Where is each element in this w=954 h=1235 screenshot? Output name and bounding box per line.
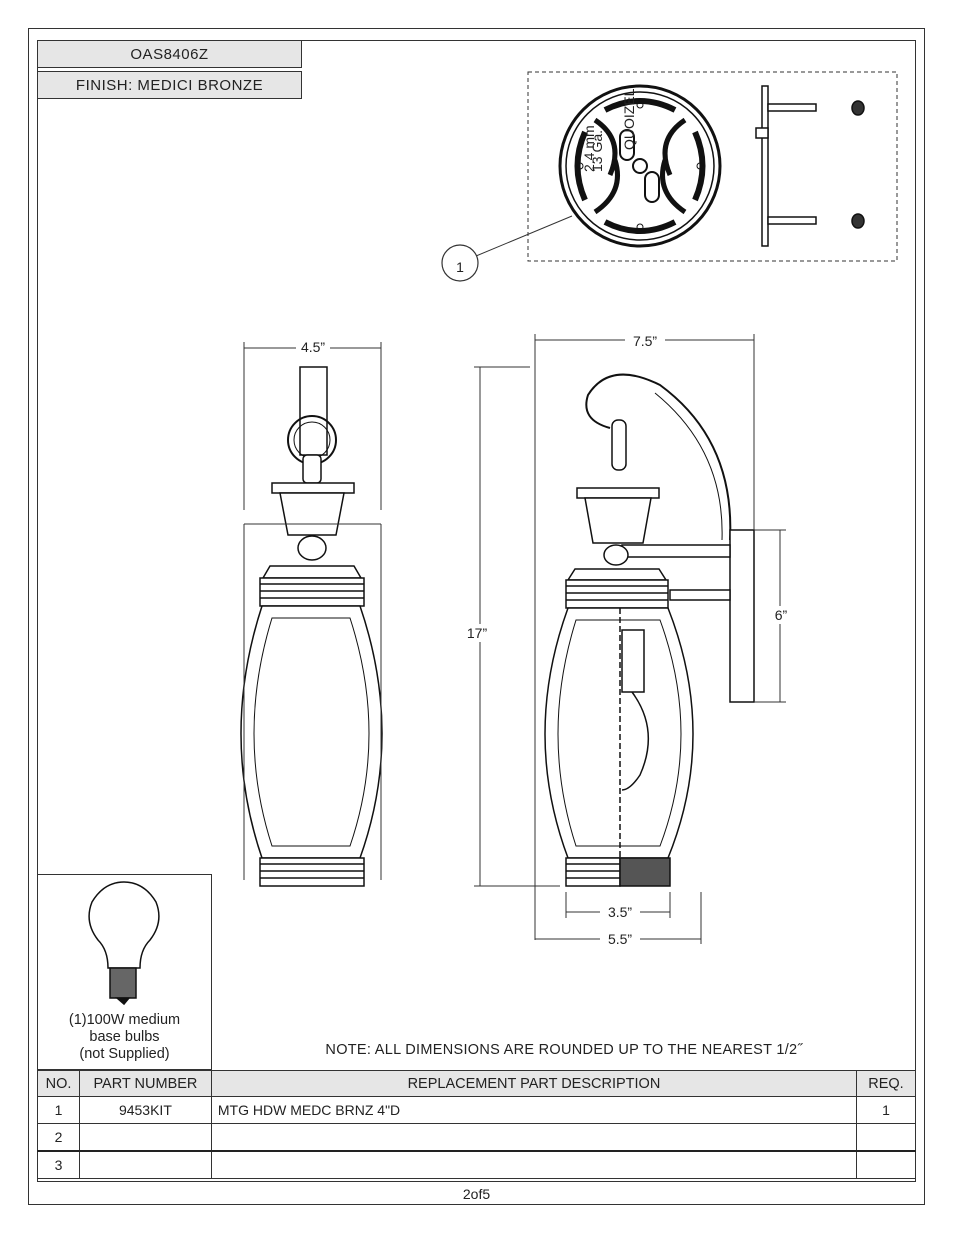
callout-number: 1 [456,259,464,275]
row-req [855,1123,917,1152]
bottom-inner-dim: 3.5” [608,904,632,920]
mounting-plate-icon [558,84,722,248]
callout-bubble [441,244,479,282]
row-no: 3 [37,1150,80,1179]
header-req: REQ. [855,1070,917,1097]
front-view-lantern-icon [240,366,383,887]
header-part-number: PART NUMBER [78,1070,212,1097]
model-number: OAS8406Z [37,40,302,68]
row-req: 1 [855,1096,917,1124]
backplate-dim: 6” [775,607,788,623]
mounting-screws-icon [755,85,865,247]
height-dim: 17” [467,625,488,641]
hardware-detail-box [527,71,898,262]
table-header: NO. PART NUMBER REPLACEMENT PART DESCRIP… [37,1070,917,1097]
row-part-number [78,1150,212,1179]
row-no: 2 [37,1123,80,1152]
side-width-dim: 7.5” [633,333,657,349]
front-width-dim: 4.5” [301,339,325,355]
page-frame [28,28,925,1205]
plate-brand-text: QUOIZEL [621,88,637,150]
table-row: 2 [37,1123,917,1152]
row-part-number: 9453KIT [78,1096,212,1124]
header-description: REPLACEMENT PART DESCRIPTION [210,1070,857,1097]
plate-thickness-text: 2.4 mm [581,125,597,172]
dimension-note: NOTE: ALL DIMENSIONS ARE ROUNDED UP TO T… [325,1042,803,1058]
page-number: 2of5 [462,1186,491,1202]
row-description [210,1123,857,1152]
bulb-line-1: (1)100W medium [68,1012,181,1028]
bulb-spec-box: (1)100W medium base bulbs (not Supplied) [37,874,212,1070]
side-view-lantern-icon [544,373,755,887]
row-no: 1 [37,1096,80,1124]
bottom-outer-dim: 5.5” [608,931,632,947]
finish-label: FINISH: MEDICI BRONZE [37,71,302,99]
row-part-number [78,1123,212,1152]
light-bulb-icon [88,881,160,1006]
table-row: 1 9453KIT MTG HDW MEDC BRNZ 4"D 1 [37,1096,917,1124]
bulb-line-3: (not Supplied) [79,1046,170,1062]
header-no: NO. [37,1070,80,1097]
parts-table: NO. PART NUMBER REPLACEMENT PART DESCRIP… [37,1070,917,1179]
bulb-line-2: base bulbs [89,1029,160,1045]
row-req [855,1150,917,1179]
row-description: MTG HDW MEDC BRNZ 4"D [210,1096,857,1124]
table-row: 3 [37,1150,917,1179]
drawing-border [37,40,916,1182]
row-description [210,1150,857,1179]
plate-gauge-text: 13 Ga. [589,130,605,172]
